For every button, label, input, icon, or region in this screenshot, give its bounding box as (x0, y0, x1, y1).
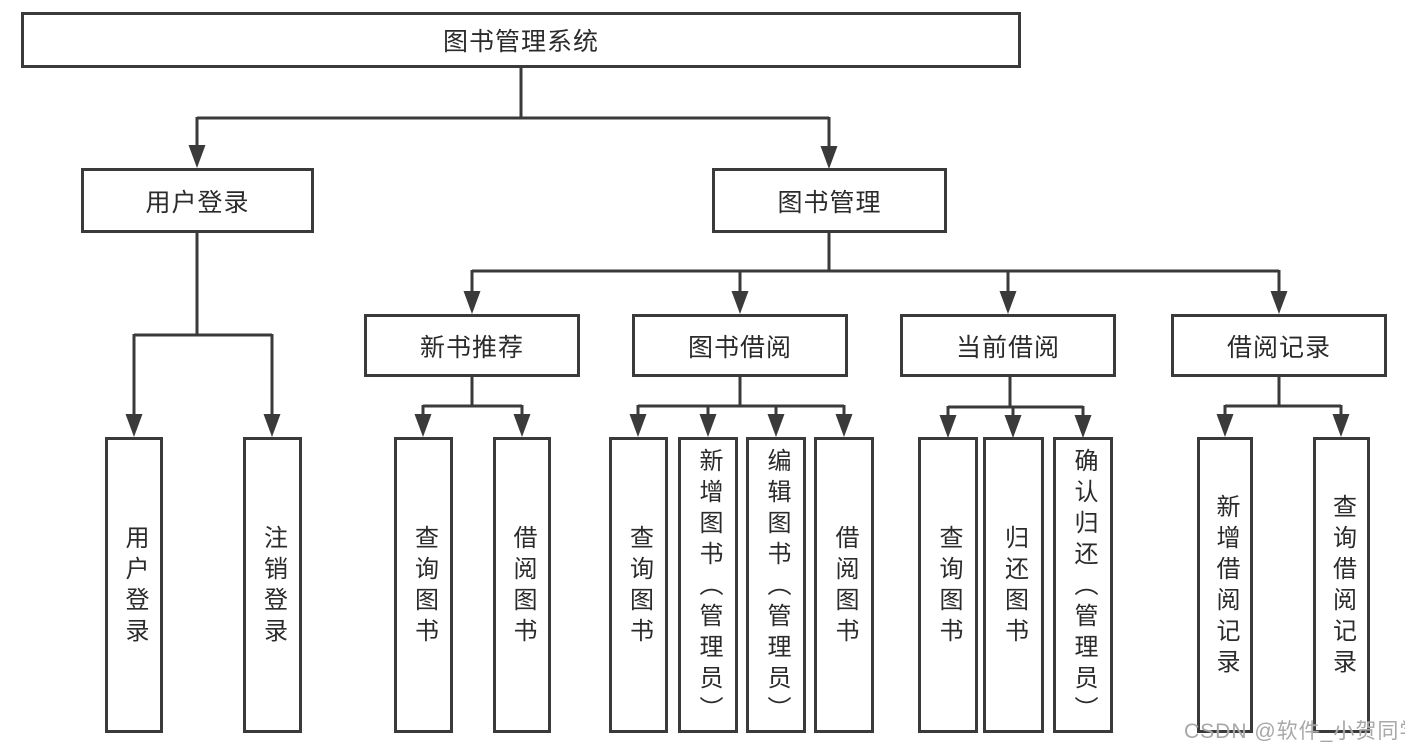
node-label: 用户登录 (145, 188, 250, 217)
node-book-management: 图书管理 (712, 168, 947, 233)
leaf-label: 查询图书 (935, 525, 962, 649)
node-library-management-system: 图书管理系统 (21, 12, 1021, 68)
leaf-label: 新增图书（管理员） (695, 447, 722, 727)
node-label: 当前借阅 (955, 333, 1060, 362)
leaf-label: 查询借阅记录 (1328, 494, 1356, 680)
node-book-borrowing: 图书借阅 (632, 314, 848, 377)
leaf-logout: 注销登录 (243, 437, 302, 733)
node-user-login: 用户登录 (81, 168, 314, 233)
leaf-query-books-current: 查询图书 (918, 437, 978, 733)
leaf-label: 借阅图书 (509, 525, 536, 649)
leaf-add-borrow-record: 新增借阅记录 (1197, 437, 1253, 733)
leaf-label: 查询图书 (410, 525, 438, 649)
leaf-label: 新增借阅记录 (1212, 494, 1239, 680)
node-borrowing-records: 借阅记录 (1171, 314, 1387, 377)
leaf-label: 确认归还（管理员） (1070, 447, 1097, 727)
leaf-borrow-books: 借阅图书 (814, 437, 874, 733)
node-label: 借阅记录 (1226, 333, 1331, 362)
leaf-borrow-books-recommend: 借阅图书 (493, 437, 551, 733)
leaf-label: 注销登录 (259, 525, 287, 649)
node-label: 新书推荐 (419, 333, 524, 362)
node-label: 图书管理 (777, 188, 882, 217)
node-label: 图书管理系统 (442, 28, 599, 56)
leaf-label: 用户登录 (121, 525, 148, 649)
csdn-watermark: CSDN @软件_小贺同学 (1184, 720, 1405, 743)
leaf-edit-book-admin: 编辑图书（管理员） (746, 437, 806, 733)
leaf-label: 借阅图书 (831, 525, 858, 649)
leaf-query-borrow-record: 查询借阅记录 (1313, 437, 1370, 733)
leaf-return-book: 归还图书 (983, 437, 1044, 733)
node-label: 图书借阅 (687, 333, 792, 362)
leaf-label: 归还图书 (1000, 525, 1028, 649)
leaf-query-books-borrow: 查询图书 (609, 437, 668, 733)
leaf-user-login: 用户登录 (105, 437, 163, 733)
node-new-book-recommendation: 新书推荐 (364, 314, 580, 377)
leaf-label: 编辑图书（管理员） (763, 447, 790, 727)
leaf-confirm-return-admin: 确认归还（管理员） (1053, 437, 1113, 733)
leaf-add-book-admin: 新增图书（管理员） (678, 437, 738, 733)
leaf-label: 查询图书 (625, 525, 653, 649)
node-current-borrowing: 当前借阅 (900, 314, 1116, 377)
leaf-query-books-recommend: 查询图书 (394, 437, 453, 733)
